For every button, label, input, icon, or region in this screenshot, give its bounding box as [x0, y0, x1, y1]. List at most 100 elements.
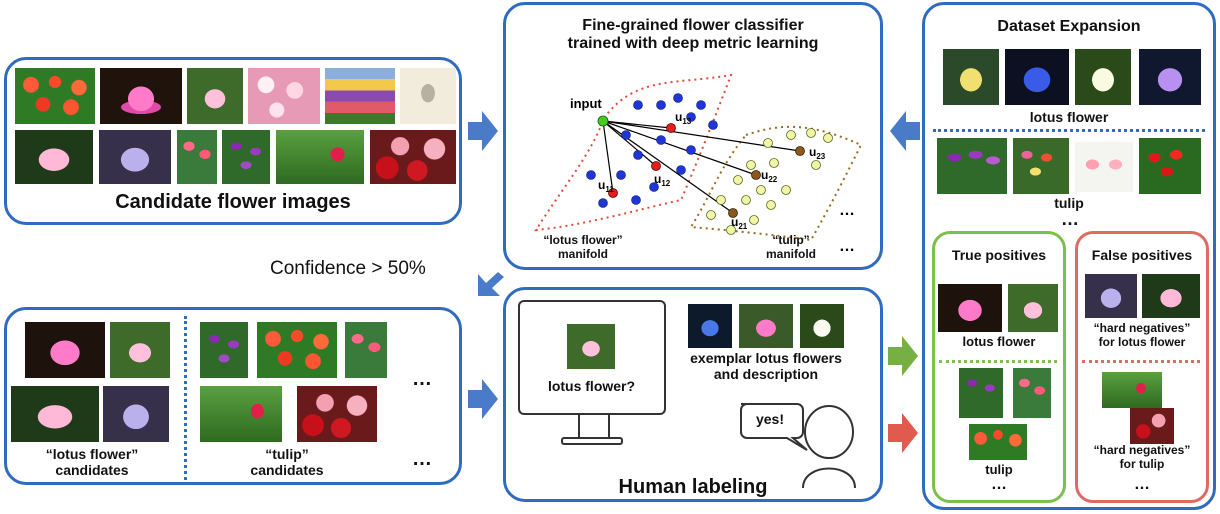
tulip-point — [749, 215, 759, 225]
label-u11: u11 — [598, 178, 614, 194]
lotus-point — [686, 112, 696, 122]
tulip-point — [806, 128, 816, 138]
lotus-point — [633, 150, 643, 160]
tulip-points — [706, 128, 833, 235]
person-icon — [740, 403, 856, 489]
prototype-u23 — [795, 146, 805, 156]
lotus-point — [633, 100, 643, 110]
tulip-photo — [257, 322, 337, 378]
metric-space-diagram: input u11 u12 u13 u21 u22 u23 … … — [534, 73, 863, 255]
label-u13: u13 — [675, 110, 692, 126]
label-u22: u22 — [761, 168, 778, 184]
expansion-title: Dataset Expansion — [997, 18, 1141, 35]
arrow-false — [888, 413, 918, 453]
prototype-u13 — [666, 123, 676, 133]
lotus-photo — [25, 322, 105, 378]
arrow-to-labeling — [468, 379, 498, 419]
lotus-point — [696, 100, 706, 110]
tulip-point — [733, 175, 743, 185]
monitor-icon: lotus flower? — [518, 300, 666, 415]
tulip-point — [763, 138, 773, 148]
lotus-point — [673, 93, 683, 103]
tulip-candidates-label: “tulip” candidates — [250, 446, 324, 479]
candidates-box: Candidate flower images — [4, 57, 462, 225]
tulip-point — [756, 185, 766, 195]
label-u12: u12 — [654, 172, 671, 188]
lotus-candidates-label: “lotus flower” candidates — [45, 446, 139, 479]
expansion-box: Dataset Expansion lotus flower tulip … T… — [922, 2, 1216, 510]
prototype-u11 — [608, 188, 618, 198]
tulip-point — [706, 210, 716, 220]
labeling-box: lotus flower? exemplar lotus flowers and… — [503, 287, 883, 502]
tulip-photo — [1013, 368, 1051, 418]
group-divider — [184, 316, 187, 480]
lotus-point — [649, 182, 659, 192]
label-u21: u21 — [731, 215, 748, 231]
tulip-point — [741, 195, 751, 205]
tulip-photo — [200, 322, 248, 378]
tulip-photo — [1139, 138, 1201, 194]
tulip-photo — [345, 322, 387, 378]
expansion-divider — [933, 129, 1205, 132]
lotus-point — [676, 165, 686, 175]
true-more: … — [991, 476, 1007, 493]
screen-question: lotus flower? — [547, 378, 636, 394]
lotus-manifold — [534, 73, 733, 232]
tulip-more-top: … — [412, 368, 432, 390]
false-divider — [1082, 360, 1200, 363]
tulip-photo — [969, 424, 1027, 460]
sketch-photo — [400, 68, 456, 124]
blossom-photo — [248, 68, 320, 124]
true-tulip-label: tulip — [985, 462, 1013, 477]
lotus-point — [621, 130, 631, 140]
true-positives-box: True positives lotus flower tulip … — [932, 231, 1066, 503]
tulip-photo — [1102, 372, 1162, 408]
tulip-point — [746, 160, 756, 170]
tulip-photo — [222, 130, 270, 184]
prototype-u22 — [751, 170, 761, 180]
lotus-point — [598, 198, 608, 208]
lotus-photo — [1085, 274, 1137, 318]
input-label: input — [570, 96, 602, 111]
true-divider — [939, 360, 1057, 363]
tulip-photo — [937, 138, 1007, 194]
lotus-photo — [938, 284, 1002, 332]
monitor-stand — [578, 415, 610, 437]
lotus-manifold-label: “lotus flower” manifold — [543, 233, 623, 261]
lotus-photo — [187, 68, 243, 124]
lotus-photo — [1075, 49, 1131, 105]
tulip-more-bottom: … — [412, 448, 432, 470]
lotus-point — [586, 170, 596, 180]
tulip-point — [766, 200, 776, 210]
tulip-point — [716, 195, 726, 205]
expansion-more: … — [1061, 209, 1079, 229]
exemplar-description: exemplar lotus flowers and description — [690, 350, 842, 383]
tulip-photo — [276, 130, 364, 184]
arrow-from-expansion — [890, 111, 920, 151]
lotus-photo — [103, 386, 169, 442]
classifier-title: Fine-grained flower classifier trained w… — [567, 17, 819, 53]
labeling-title: Human labeling — [618, 476, 768, 498]
tulip-photo — [177, 130, 217, 184]
candidate-groups-box: “lotus flower” candidates … … “tulip” ca… — [4, 307, 462, 485]
arrow-confidence — [478, 272, 504, 296]
false-more: … — [1134, 476, 1150, 493]
prototype-u12 — [651, 161, 661, 171]
flowerbed-photo — [325, 68, 395, 124]
tulip-photo — [959, 368, 1003, 418]
tulip-photo — [1013, 138, 1069, 194]
speech-text: yes! — [755, 411, 785, 427]
arrow-to-classifier — [468, 111, 498, 151]
tulip-point — [786, 130, 796, 140]
lotus-photo — [100, 68, 182, 124]
false-tulip-label: “hard negatives” for tulip — [1093, 443, 1191, 471]
tulip-point — [726, 225, 736, 235]
tulip-point — [823, 133, 833, 143]
lotus-photo — [739, 304, 793, 348]
rose-photo — [370, 130, 456, 184]
lotus-photo — [943, 49, 999, 105]
tulip-manifold-label: “tulip” manifold — [766, 233, 816, 261]
label-u23: u23 — [809, 145, 826, 161]
lotus-point — [656, 135, 666, 145]
